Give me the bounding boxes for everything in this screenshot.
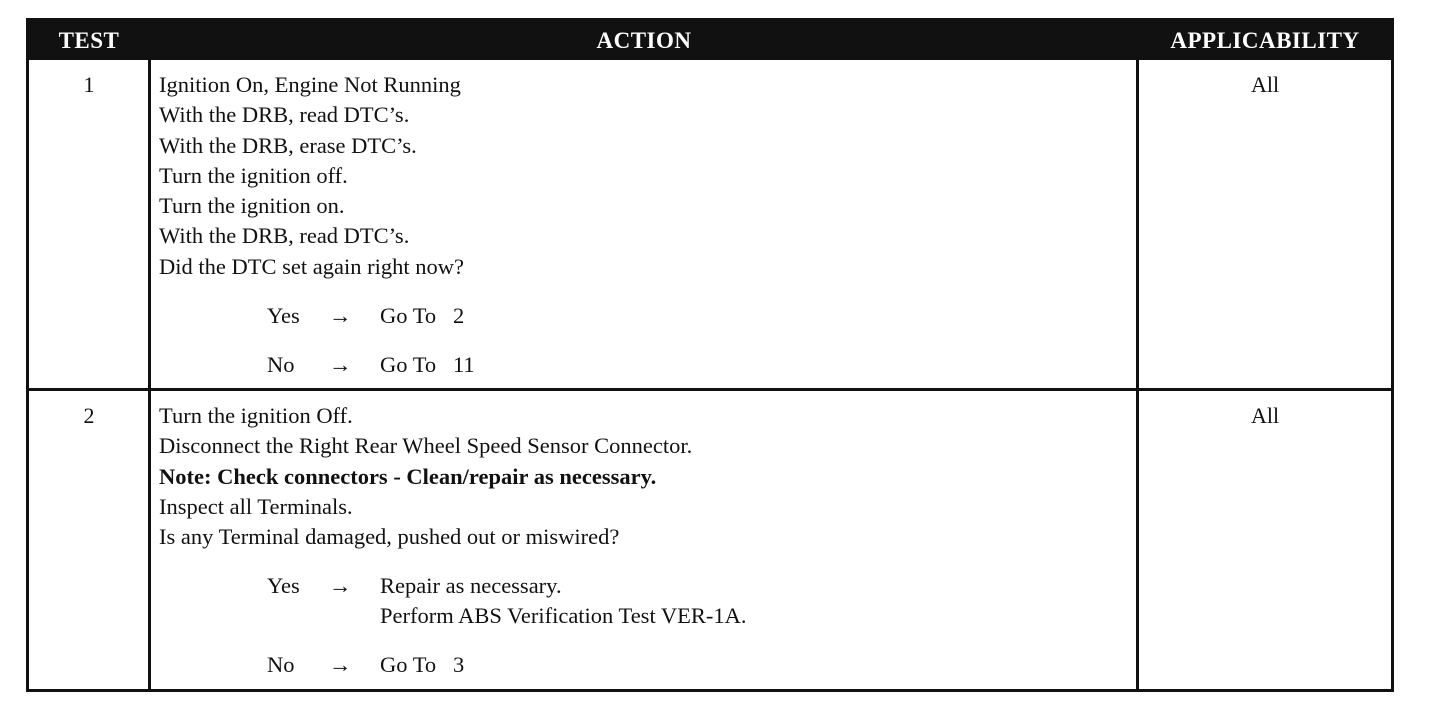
test-number-2: 2 bbox=[83, 403, 95, 428]
action-question: Is any Terminal damaged, pushed out or m… bbox=[159, 524, 620, 550]
answer-no: No → Go To 3 bbox=[267, 650, 1129, 680]
answer-outcome: Go To 3 bbox=[380, 652, 465, 678]
test-number-1: 1 bbox=[83, 72, 95, 97]
answer-yes: Yes → Go To 2 bbox=[267, 301, 1129, 331]
arrow-right-icon: → bbox=[329, 652, 352, 678]
action-step: Ignition On, Engine Not Running bbox=[159, 72, 461, 97]
arrow-right-icon: → bbox=[329, 352, 352, 378]
answer-yes: Yes → Repair as necessary. Perform ABS Veri… bbox=[267, 571, 1129, 631]
column-divider bbox=[148, 60, 151, 689]
answer-outcome: Go To 2 bbox=[380, 303, 465, 329]
answer-label: Yes bbox=[267, 573, 300, 599]
answer-label: No bbox=[267, 652, 295, 678]
header-applicability: APPLICABILITY bbox=[1170, 28, 1360, 53]
action-cell-2: Turn the ignition Off. Disconnect the Ri… bbox=[159, 401, 1129, 681]
action-note: Note: Check connectors - Clean/repair as… bbox=[159, 463, 657, 489]
answer-outcome: Go To 11 bbox=[380, 352, 475, 378]
table-header-row: TEST ACTION APPLICABILITY bbox=[29, 21, 1391, 60]
applicability-2: All bbox=[1250, 403, 1280, 428]
action-cell-1: Ignition On, Engine Not Running With the… bbox=[159, 70, 1129, 381]
answer-no: No → Go To 11 bbox=[267, 350, 1129, 380]
action-step: Turn the ignition Off. bbox=[159, 403, 353, 428]
answer-label: No bbox=[267, 352, 295, 378]
answer-outcome: Repair as necessary. bbox=[380, 573, 562, 599]
row-divider bbox=[29, 388, 1391, 391]
answer-label: Yes bbox=[267, 303, 300, 329]
arrow-right-icon: → bbox=[329, 573, 352, 599]
applicability-1: All bbox=[1250, 72, 1280, 97]
action-step: Turn the ignition off. bbox=[159, 162, 348, 188]
diagnostic-test-table: TEST ACTION APPLICABILITY 1 All Ignition… bbox=[26, 18, 1394, 692]
action-step: Turn the ignition on. bbox=[159, 193, 345, 219]
answer-outcome: Perform ABS Verification Test VER-1A. bbox=[380, 603, 747, 629]
action-step: With the DRB, read DTC’s. bbox=[159, 223, 410, 249]
header-test: TEST bbox=[58, 28, 120, 53]
arrow-right-icon: → bbox=[329, 303, 352, 329]
column-divider bbox=[1136, 60, 1139, 689]
header-action: ACTION bbox=[596, 28, 692, 53]
action-question: Did the DTC set again right now? bbox=[159, 253, 464, 279]
action-step: Disconnect the Right Rear Wheel Speed Se… bbox=[159, 433, 693, 459]
action-step: With the DRB, erase DTC’s. bbox=[159, 132, 417, 158]
action-step: With the DRB, read DTC’s. bbox=[159, 102, 410, 128]
action-step: Inspect all Terminals. bbox=[159, 493, 353, 519]
